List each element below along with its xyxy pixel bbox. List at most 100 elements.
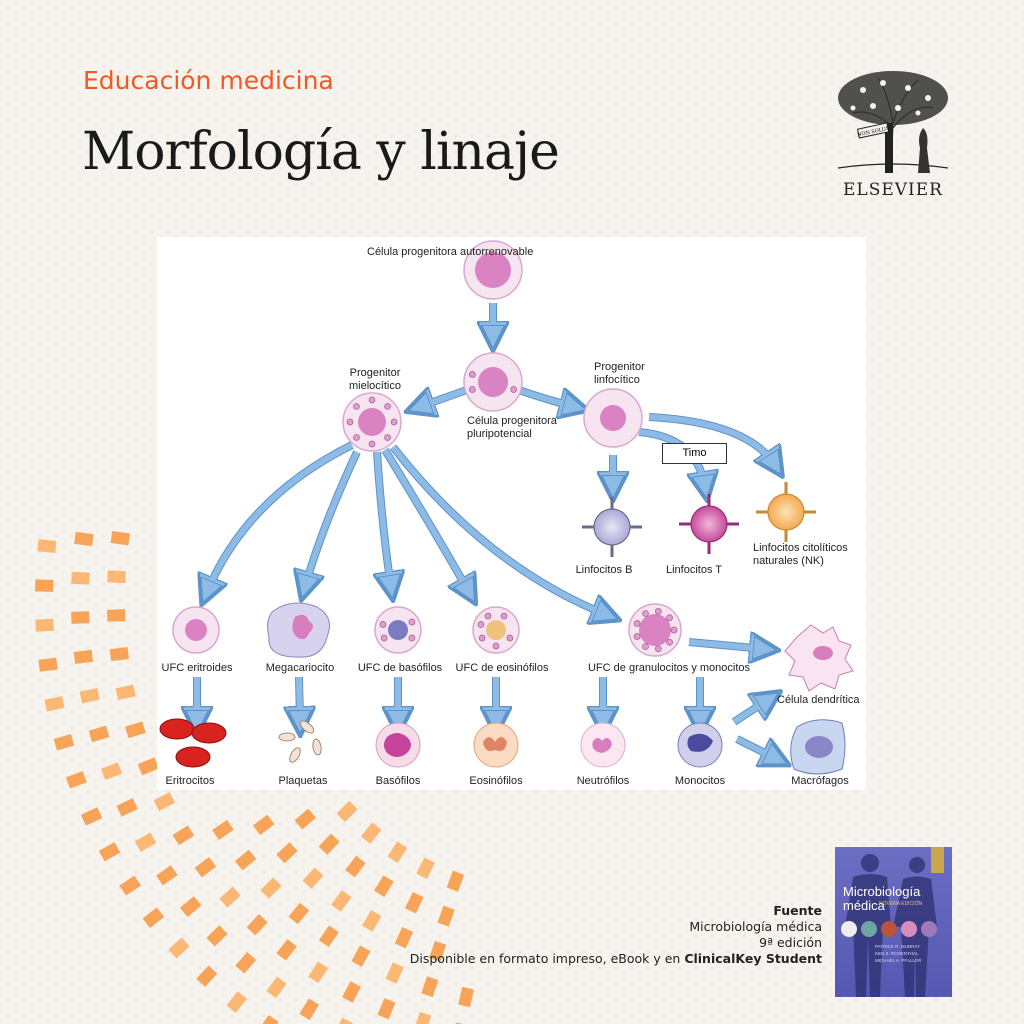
- eosinophil-nucleus: [483, 737, 507, 751]
- orange-dash: [362, 910, 382, 932]
- orange-dash: [446, 870, 465, 892]
- granule: [654, 607, 662, 615]
- orange-dash: [414, 1011, 432, 1024]
- orange-dash: [276, 939, 297, 961]
- label-basophils: Basófilos: [375, 775, 421, 787]
- orange-dash: [416, 857, 436, 879]
- arrow: [688, 642, 765, 649]
- orange-dash: [155, 865, 178, 886]
- granule: [666, 614, 673, 622]
- label-ufc-basophil: UFC de basófilos: [357, 662, 443, 674]
- orange-dash: [98, 842, 121, 862]
- cover-author: MICHAEL A. PFALLER: [875, 958, 922, 963]
- granule: [408, 634, 416, 642]
- orange-dash: [35, 579, 54, 592]
- label-self-renewing: Célula progenitora autorrenovable: [367, 246, 534, 258]
- granule: [380, 634, 388, 642]
- orange-dash: [168, 937, 190, 959]
- arrow-outline: [389, 444, 607, 615]
- orange-dash: [116, 798, 138, 817]
- arrow: [299, 676, 300, 722]
- dendritic-nucleus: [813, 646, 833, 660]
- cell-body: [690, 505, 728, 543]
- granule: [353, 434, 360, 441]
- megakaryocyte-nucleus: [292, 614, 313, 640]
- erythrocyte: [159, 718, 195, 740]
- label-monocytes: Monocitos: [674, 775, 726, 787]
- source-edition: 9ª edición: [759, 935, 822, 950]
- label-myeloid: Progenitor mielocítico: [349, 367, 401, 392]
- granule: [477, 621, 485, 628]
- orange-dash: [252, 814, 275, 836]
- granule: [510, 386, 518, 393]
- orange-dash: [458, 986, 475, 1008]
- nk-cell: [756, 482, 816, 542]
- arrow: [305, 450, 360, 587]
- orange-dash: [74, 531, 94, 547]
- granule: [666, 638, 673, 646]
- label-ufc-erythroid: UFC eritroides: [161, 662, 233, 674]
- platelet: [299, 720, 315, 734]
- macrophage-nucleus: [805, 736, 833, 758]
- label-eosinophils: Eosinófilos: [469, 775, 523, 787]
- granule: [468, 386, 476, 393]
- orange-dash: [234, 849, 257, 871]
- cell-nucleus: [475, 252, 511, 288]
- arrow: [732, 699, 769, 725]
- lymphoid-progenitor: [583, 388, 643, 448]
- orange-dash: [266, 976, 287, 999]
- cell-nucleus: [185, 619, 207, 641]
- cover-authors: PATRICK R. MURRAY KEN S. ROSENTHAL MICHA…: [875, 943, 921, 964]
- orange-dash: [246, 914, 268, 936]
- monocyte-nucleus: [687, 733, 713, 752]
- orange-dash: [276, 842, 298, 864]
- orange-dash: [79, 688, 100, 704]
- ufc-granulocyte-monocyte: [628, 603, 682, 657]
- b-lymphocyte: [582, 497, 642, 557]
- orange-dash: [374, 875, 394, 897]
- erythrocyte: [175, 746, 211, 768]
- orange-dash: [331, 890, 352, 912]
- orange-dash: [421, 976, 439, 998]
- cover-author: PATRICK R. MURRAY: [875, 944, 921, 949]
- platelet: [312, 738, 322, 756]
- cell-nucleus: [478, 367, 508, 397]
- orange-dash: [288, 902, 310, 925]
- orange-dash: [294, 808, 317, 830]
- label-lymphoid: Progenitor linfocítico: [594, 361, 645, 386]
- elsevier-logo: NON SOLUS ELSEVIER: [833, 68, 953, 203]
- orange-dash: [429, 940, 447, 962]
- label-macrophages: Macrófagos: [791, 775, 849, 787]
- orange-dash: [302, 867, 324, 889]
- granule: [384, 434, 391, 441]
- orange-dash: [226, 991, 247, 1013]
- cover-title: Microbiología médica: [843, 884, 921, 913]
- granule: [468, 371, 476, 378]
- orange-dash: [107, 570, 126, 584]
- granule: [368, 396, 376, 404]
- orange-dash: [109, 647, 129, 662]
- cell-nucleus: [486, 620, 506, 640]
- label-nk-cells: Linfocitos citolíticos naturales (NK): [753, 542, 848, 567]
- cell-body: [767, 493, 805, 531]
- orange-dash: [179, 896, 202, 917]
- source-availability: Disponible en formato impreso, eBook y e…: [409, 951, 681, 966]
- diagram-graphics: [159, 240, 854, 775]
- orange-dash: [153, 792, 176, 812]
- orange-dash: [334, 1017, 353, 1024]
- granule: [408, 618, 416, 626]
- label-b-lymphocytes: Linfocitos B: [575, 564, 633, 576]
- granule: [642, 610, 649, 617]
- label-megakaryocyte: Megacariocito: [265, 662, 335, 674]
- orange-dash: [53, 733, 75, 751]
- orange-dash: [299, 998, 320, 1021]
- cover-author: KEN S. ROSENTHAL: [875, 951, 919, 956]
- orange-dash: [394, 927, 414, 949]
- label-neutrophils: Neutrófilos: [576, 775, 630, 787]
- orange-dash: [387, 841, 408, 863]
- orange-dash: [318, 925, 339, 948]
- cell-nucleus: [600, 405, 626, 431]
- orange-dash: [134, 832, 157, 852]
- orange-dash: [71, 611, 90, 624]
- basophil-nucleus: [384, 733, 411, 757]
